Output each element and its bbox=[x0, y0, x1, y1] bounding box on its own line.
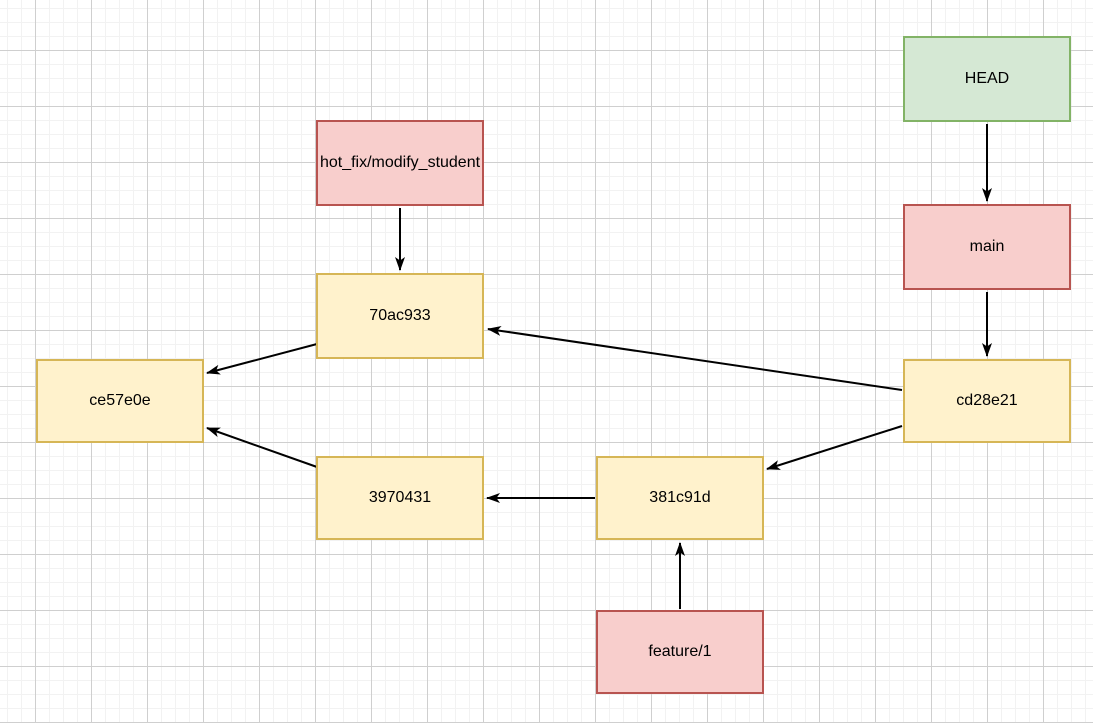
edge-70ac933-to-ce57e0e[interactable] bbox=[206, 343, 318, 375]
edge-3970431-to-ce57e0e[interactable] bbox=[206, 427, 318, 468]
commit-node-381c91d[interactable]: 381c91d bbox=[596, 456, 764, 540]
commit-node-cd28e21[interactable]: cd28e21 bbox=[903, 359, 1071, 443]
edge-cd28e21-to-381c91d[interactable] bbox=[766, 425, 903, 470]
commit-node-3970431[interactable]: 3970431 bbox=[316, 456, 484, 540]
branch-node-feature1[interactable]: feature/1 bbox=[596, 610, 764, 694]
commit-node-ce57e0e[interactable]: ce57e0e bbox=[36, 359, 204, 443]
head-node[interactable]: HEAD bbox=[903, 36, 1071, 122]
branch-node-main[interactable]: main bbox=[903, 204, 1071, 290]
branch-node-hotfix-modify-student[interactable]: hot_fix/modify_student bbox=[316, 120, 484, 206]
edge-cd28e21-to-70ac933[interactable] bbox=[487, 325, 903, 391]
commit-node-70ac933[interactable]: 70ac933 bbox=[316, 273, 484, 359]
